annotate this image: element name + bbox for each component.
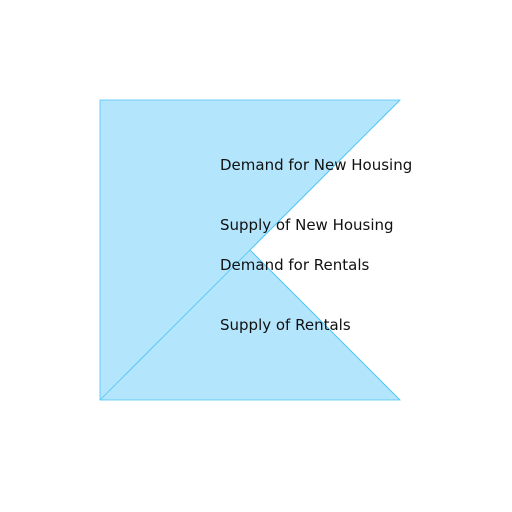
- outline-lower: [249, 249, 401, 401]
- label-supply-rentals: Supply of Rentals: [220, 316, 351, 334]
- label-demand-rentals: Demand for Rentals: [220, 256, 369, 274]
- label-supply-new-housing: Supply of New Housing: [220, 216, 394, 234]
- diagonal-line: [99, 249, 251, 401]
- label-demand-new-housing: Demand for New Housing: [220, 156, 412, 174]
- outline-upper: [249, 99, 401, 251]
